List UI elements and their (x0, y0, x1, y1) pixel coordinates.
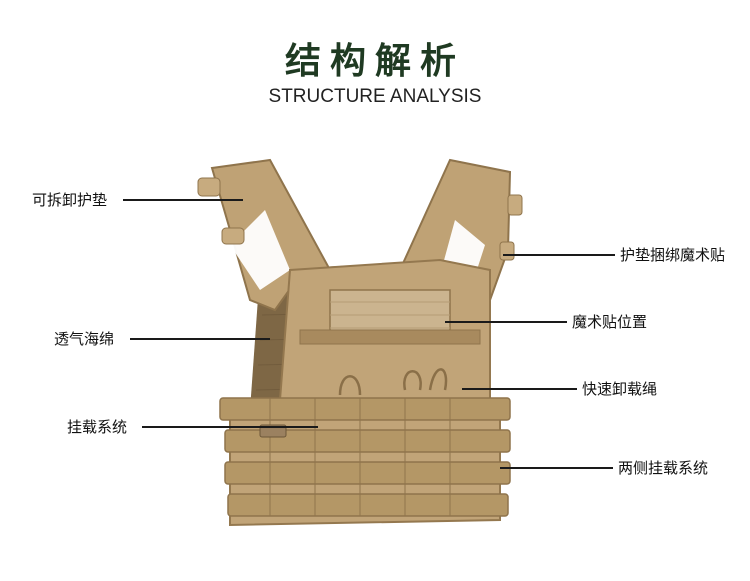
leader-detachable-pad (123, 199, 243, 201)
left-pad-tab (197, 177, 221, 197)
label-velcro-position: 魔术贴位置 (572, 313, 648, 331)
vest-image (197, 158, 523, 527)
leader-pad-velcro (503, 254, 615, 256)
right-pad-tab (507, 194, 523, 216)
molle-rows (219, 397, 511, 517)
label-side-molle: 两侧挂载系统 (618, 459, 709, 477)
leader-molle-system (142, 426, 318, 428)
label-detachable-pad: 可拆卸护垫 (32, 191, 108, 209)
leader-breathable-sponge (130, 338, 270, 340)
label-pad-velcro: 护垫捆绑魔术贴 (620, 246, 726, 264)
side-buckle (259, 424, 287, 438)
label-quick-release-cord: 快速卸载绳 (582, 380, 658, 398)
label-molle-system: 挂载系统 (67, 418, 128, 436)
leader-quick-release-cord (462, 388, 577, 390)
right-pad-tab (499, 241, 515, 261)
page-title: 结构解析 (284, 41, 465, 82)
page-subtitle: STRUCTURE ANALYSIS (268, 86, 482, 107)
leader-velcro-position (445, 321, 567, 323)
leader-side-molle (500, 467, 613, 469)
left-pad-tab (221, 227, 245, 245)
label-breathable-sponge: 透气海绵 (54, 330, 115, 348)
